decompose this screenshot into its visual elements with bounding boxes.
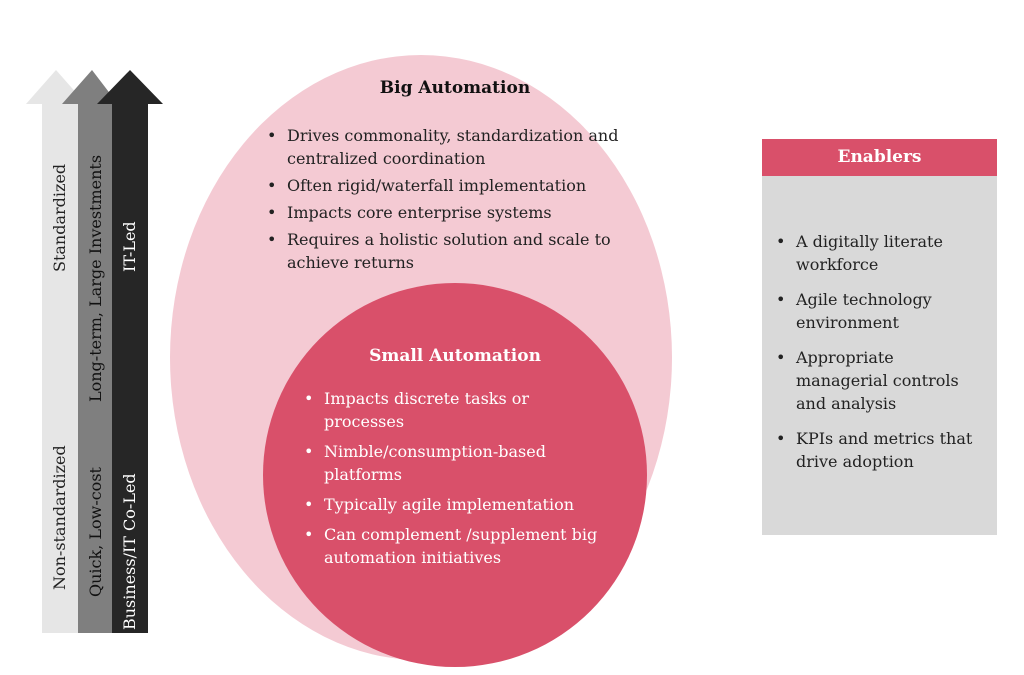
list-item: Nimble/consumption-based platforms	[300, 440, 600, 486]
list-item: Impacts core enterprise systems	[263, 201, 633, 224]
big-automation-list: Drives commonality, standardization and …	[263, 124, 633, 281]
arrows-graphic	[26, 70, 163, 633]
list-item: Requires a holistic solution and scale t…	[263, 228, 633, 274]
list-item: Can complement /supplement big automatio…	[300, 523, 600, 569]
arrow2-top-label: Long-term, Large Investments	[86, 154, 105, 402]
list-item: Appropriate managerial controls and anal…	[772, 346, 987, 415]
arrow-dark	[97, 70, 163, 633]
small-automation-title: Small Automation	[369, 346, 541, 366]
list-item: Drives commonality, standardization and …	[263, 124, 633, 170]
list-item: Impacts discrete tasks or processes	[300, 387, 600, 433]
list-item: Typically agile implementation	[300, 493, 600, 516]
list-item: Agile technology environment	[772, 288, 987, 334]
small-automation-list: Impacts discrete tasks or processes Nimb…	[300, 387, 600, 576]
list-item: Often rigid/waterfall implementation	[263, 174, 633, 197]
arrow-mid	[62, 70, 118, 633]
enablers-list: A digitally literate workforce Agile tec…	[772, 230, 987, 480]
arrow-light	[26, 70, 86, 633]
arrow3-bottom-label: Business/IT Co-Led	[120, 473, 139, 630]
arrow2-bottom-label: Quick, Low-cost	[86, 467, 105, 597]
arrow3-top-label: IT-Led	[120, 221, 139, 272]
list-item: KPIs and metrics that drive adoption	[772, 427, 987, 473]
list-item: A digitally literate workforce	[772, 230, 987, 276]
arrow1-bottom-label: Non-standardized	[50, 445, 69, 590]
big-automation-title: Big Automation	[379, 78, 531, 98]
arrow1-top-label: Standardized	[50, 163, 69, 272]
enablers-header: Enablers	[762, 139, 997, 176]
